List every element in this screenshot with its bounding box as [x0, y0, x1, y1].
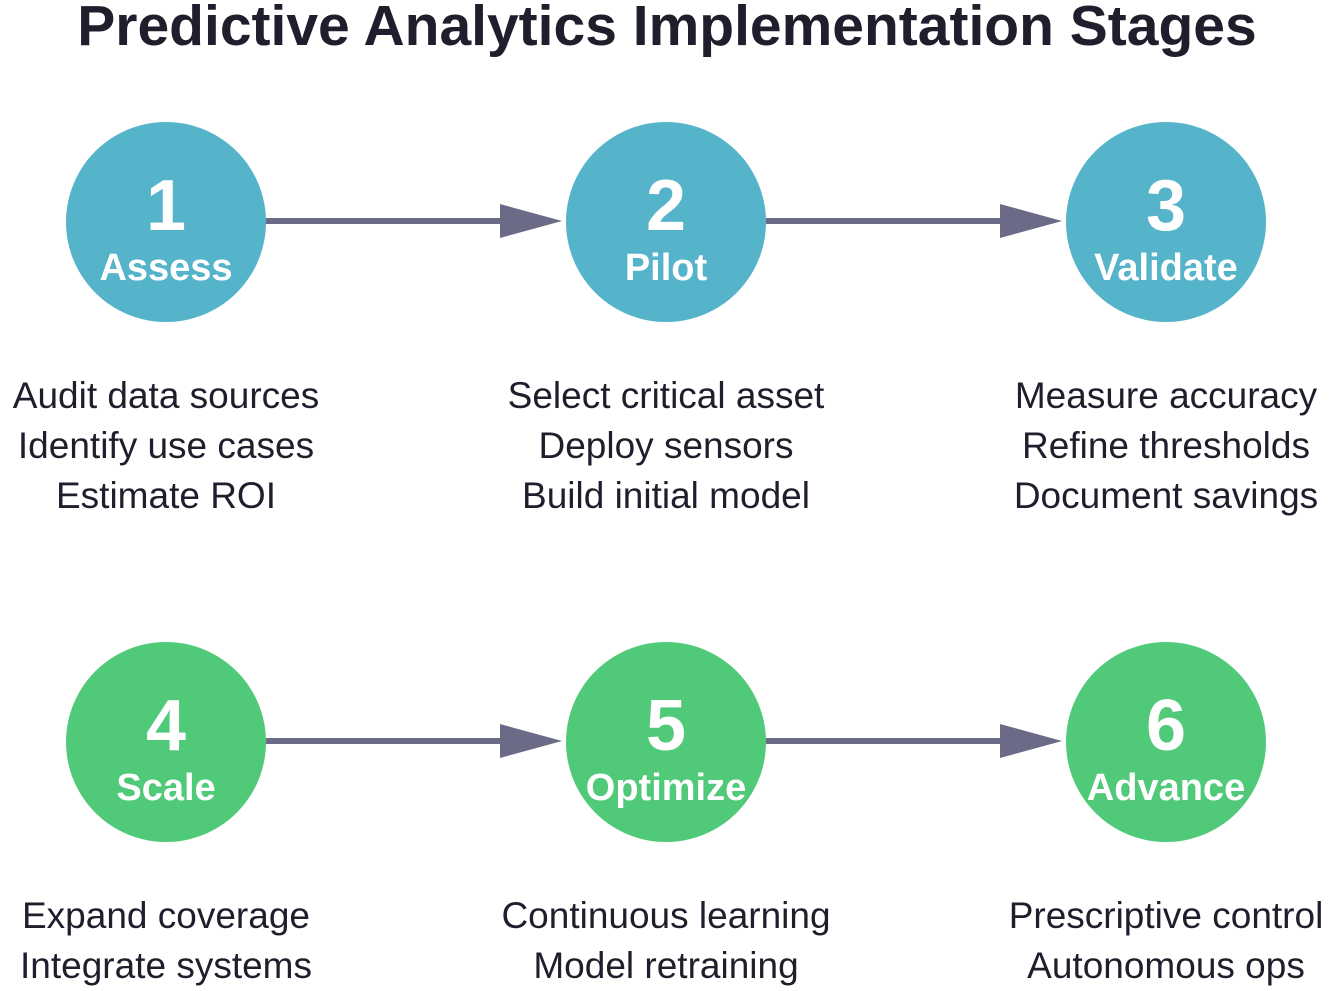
- description-line: Build initial model: [522, 475, 810, 516]
- description-line: Deploy sensors: [538, 425, 794, 466]
- description-line: Prescriptive control: [1008, 895, 1324, 936]
- stage-3-circle: 3 Validate: [1066, 122, 1266, 322]
- stage-5-circle: 5 Optimize: [566, 642, 766, 842]
- stage-4-description: Expand coverage Integrate systems: [0, 891, 356, 991]
- stage-number: 4: [145, 686, 187, 766]
- diagram-title: Predictive Analytics Implementation Stag…: [77, 0, 1257, 58]
- stage-6-circle: 6 Advance: [1066, 642, 1266, 842]
- description-line: Estimate ROI: [56, 475, 276, 516]
- stage-name: Advance: [1086, 767, 1246, 809]
- description-line: Continuous learning: [501, 895, 831, 936]
- stage-3-description: Measure accuracy Refine thresholds Docum…: [976, 371, 1334, 521]
- description-line: Autonomous ops: [1027, 945, 1305, 986]
- stage-name: Validate: [1094, 247, 1238, 289]
- stage-1-circle: 1 Assess: [66, 122, 266, 322]
- stage-2-description: Select critical asset Deploy sensors Bui…: [476, 371, 856, 521]
- stage-number: 5: [645, 686, 687, 766]
- stage-number: 1: [145, 166, 187, 246]
- arrow-1-to-2: [266, 204, 562, 238]
- stage-name: Assess: [99, 247, 233, 289]
- stage-number: 6: [1145, 686, 1187, 766]
- description-line: Expand coverage: [22, 895, 310, 936]
- description-line: Integrate systems: [19, 945, 312, 986]
- arrow-5-to-6: [766, 724, 1062, 758]
- description-line: Refine thresholds: [1022, 425, 1310, 466]
- stage-name: Scale: [116, 767, 216, 809]
- arrow-4-to-5: [266, 724, 562, 758]
- description-line: Identify use cases: [17, 425, 315, 466]
- description-line: Model retraining: [533, 945, 799, 986]
- arrow-2-to-3: [766, 204, 1062, 238]
- description-line: Document savings: [1013, 475, 1319, 516]
- description-line: Select critical asset: [507, 375, 825, 416]
- description-line: Audit data sources: [12, 375, 320, 416]
- stage-2-circle: 2 Pilot: [566, 122, 766, 322]
- stage-1-description: Audit data sources Identify use cases Es…: [0, 371, 356, 521]
- stage-name: Optimize: [585, 767, 747, 809]
- stage-5-description: Continuous learning Model retraining: [476, 891, 856, 991]
- stage-number: 3: [1145, 166, 1187, 246]
- stage-4-circle: 4 Scale: [66, 642, 266, 842]
- stage-name: Pilot: [624, 247, 708, 289]
- stage-6-description: Prescriptive control Autonomous ops: [976, 891, 1334, 991]
- stage-number: 2: [645, 166, 687, 246]
- description-line: Measure accuracy: [1014, 375, 1318, 416]
